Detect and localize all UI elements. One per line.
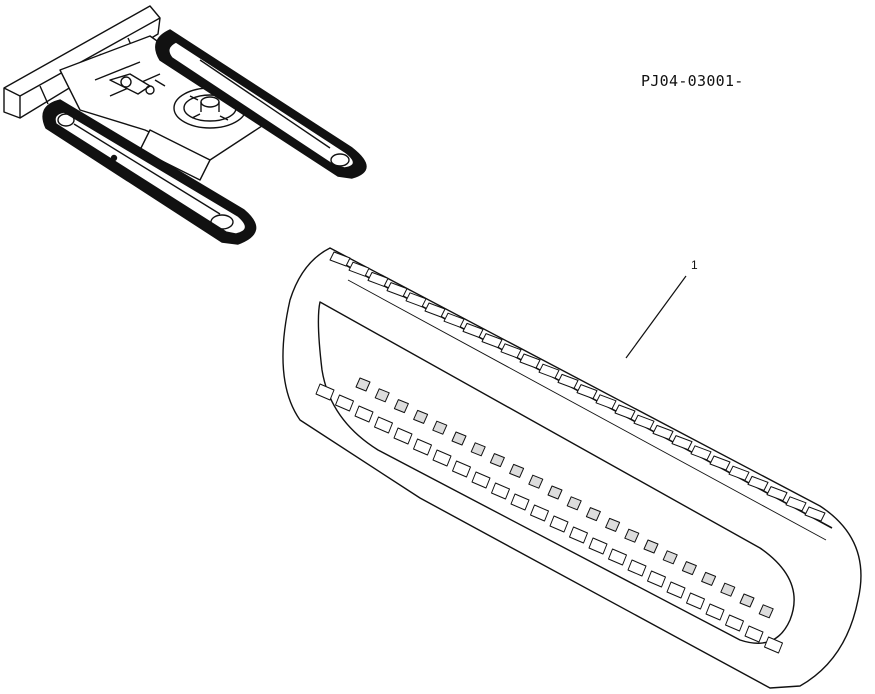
- tread-lug: [393, 399, 409, 414]
- tread-lug: [728, 465, 750, 481]
- tread-lug: [705, 603, 725, 621]
- tread-lug: [614, 404, 636, 420]
- tread-lug: [374, 388, 390, 403]
- tread-lug: [585, 507, 601, 522]
- tread-lug: [386, 282, 408, 298]
- tread-lug: [647, 570, 666, 588]
- tread-lug: [681, 561, 697, 576]
- tread-lug: [747, 475, 769, 491]
- tread-lug: [569, 526, 588, 544]
- tread-lug: [739, 593, 755, 608]
- hydraulic-fittings: [109, 73, 166, 95]
- tread-lug: [374, 416, 393, 434]
- tread-lug: [576, 384, 598, 400]
- tread-lug: [566, 496, 582, 511]
- inner-guide-lug-row: [355, 377, 774, 619]
- tread-lug: [432, 449, 452, 467]
- tread-lug: [595, 394, 617, 410]
- tread-lug: [608, 548, 627, 566]
- tread-lug: [393, 427, 413, 445]
- tread-lug: [329, 251, 351, 267]
- tread-lug: [405, 292, 427, 308]
- tread-lug: [471, 471, 491, 489]
- tread-lug: [491, 482, 510, 500]
- tread-lug: [424, 302, 446, 318]
- tread-lug: [627, 559, 647, 577]
- rubber-track-illustration: [282, 247, 862, 689]
- callout-1-label: 1: [691, 258, 698, 272]
- tread-lug: [367, 271, 389, 287]
- tread-lug: [666, 581, 686, 599]
- tread-lug: [557, 373, 579, 389]
- tread-lug: [509, 463, 525, 478]
- tread-lug: [528, 474, 544, 489]
- tread-lug: [766, 486, 788, 502]
- tread-lug: [413, 438, 432, 456]
- tread-lug: [643, 539, 659, 554]
- tread-lug-row-upper: [329, 251, 826, 522]
- tread-lug: [413, 409, 429, 424]
- tread-lug: [452, 460, 471, 478]
- tread-lug: [489, 453, 505, 468]
- tread-lug-row-lower: [315, 383, 783, 654]
- tread-lug: [690, 445, 712, 461]
- tread-lug: [451, 431, 467, 446]
- tread-lug: [720, 582, 736, 597]
- callout-1-leader-line: [625, 275, 687, 359]
- tread-lug: [432, 420, 448, 435]
- undercarriage-assembly-illustration: [3, 5, 367, 245]
- tread-lug: [355, 377, 371, 392]
- tread-lug: [785, 496, 807, 512]
- tread-lug: [605, 517, 621, 532]
- tread-lug: [354, 405, 374, 423]
- tread-lug: [519, 353, 541, 369]
- tread-lug: [671, 435, 693, 451]
- tread-lug: [443, 312, 465, 328]
- tread-lug: [470, 442, 486, 457]
- tread-lug: [744, 625, 764, 643]
- tread-lug: [348, 261, 370, 277]
- tread-lug: [588, 537, 608, 555]
- tread-lug: [549, 515, 569, 533]
- tread-lug: [686, 592, 705, 610]
- tread-lug: [500, 343, 522, 359]
- tread-lug: [624, 528, 640, 543]
- tread-lug: [633, 414, 655, 430]
- tread-lug: [758, 604, 774, 619]
- rear-crawler-track: [155, 29, 367, 179]
- tread-lug: [662, 550, 678, 565]
- tread-lug: [725, 614, 744, 632]
- tread-lug: [709, 455, 731, 471]
- tread-lug: [764, 636, 783, 654]
- tread-lug: [462, 322, 484, 338]
- tread-lug: [510, 493, 530, 511]
- tread-lug: [804, 506, 826, 522]
- tread-lug: [481, 333, 503, 349]
- tread-lug: [335, 394, 354, 412]
- drawing-reference-code: PJ04-03001-: [641, 72, 744, 90]
- tread-lug: [652, 424, 674, 440]
- tread-lug: [547, 485, 563, 500]
- tread-lug: [701, 571, 717, 586]
- tread-lug: [315, 383, 335, 401]
- tread-lug: [538, 363, 560, 379]
- tread-lug: [530, 504, 549, 522]
- front-crawler-track: [42, 99, 257, 245]
